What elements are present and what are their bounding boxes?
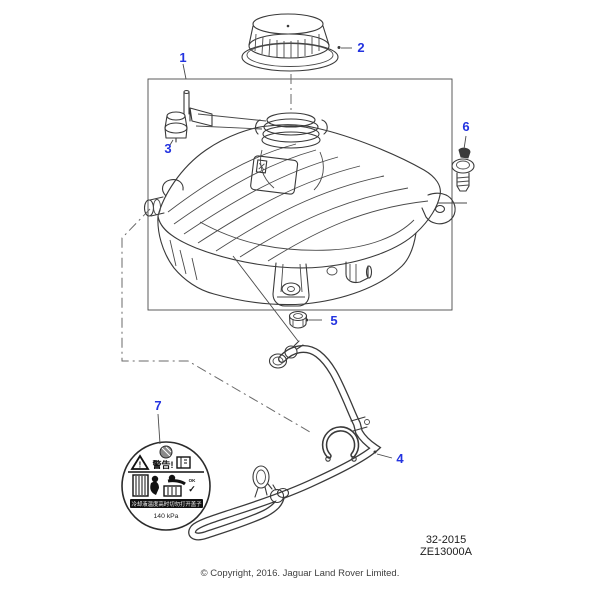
tank-label-patch [250, 155, 299, 195]
hose-drawing [188, 340, 382, 541]
warning-label-drawing: ! 警告! OK ✓ 冷却液温度高时切勿打开盖子 140 kPa [121, 441, 211, 531]
caution-text: 冷却液温度高时切勿打开盖子 [131, 500, 202, 508]
level-sensor-drawing [164, 89, 267, 146]
assembly-box [147, 78, 453, 311]
callout-2[interactable]: 2 [357, 40, 364, 55]
retaining-clip-drawing [321, 426, 360, 462]
pressure-rating: 140 kPa [154, 513, 179, 520]
hose-alignment-line [121, 208, 311, 433]
warning-exclamation: ! [139, 461, 142, 470]
callout-3[interactable]: 3 [164, 141, 171, 156]
warning-heading: 警告! [153, 459, 174, 470]
check-mark: ✓ [188, 484, 196, 494]
callout-leaders [157, 46, 467, 459]
sheet-code: ZE13000A [420, 546, 472, 558]
callout-4[interactable]: 4 [396, 451, 404, 466]
figure-code: 32-2015 [425, 534, 467, 546]
callout-1[interactable]: 1 [179, 50, 186, 65]
callout-7[interactable]: 7 [154, 398, 161, 413]
expansion-tank-drawing [143, 112, 467, 307]
copyright-line: © Copyright, 2016. Jaguar Land Rover Lim… [200, 568, 400, 579]
pressure-cap-drawing [241, 13, 339, 72]
ok-text: OK [189, 478, 197, 483]
tank-to-hose-leader [232, 255, 299, 342]
figure-codes: 32-2015 ZE13000A [396, 534, 496, 558]
callout-6[interactable]: 6 [462, 119, 469, 134]
bolt-drawing [451, 147, 475, 192]
nut-drawing [288, 310, 308, 329]
callout-5[interactable]: 5 [330, 313, 337, 328]
